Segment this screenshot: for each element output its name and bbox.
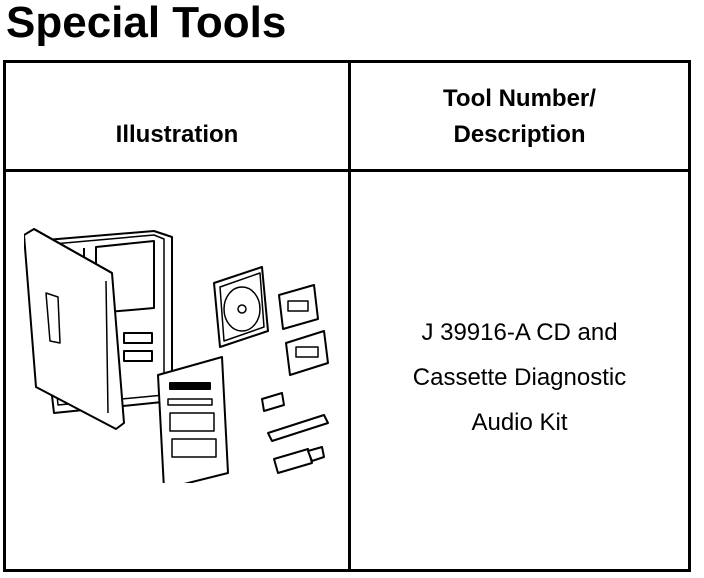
header-illustration: Illustration: [115, 121, 239, 148]
description-line-3: Audio Kit: [471, 409, 568, 436]
page-title: Special Tools: [6, 0, 287, 47]
description-line-1: J 39916-A CD and: [421, 319, 618, 346]
header-tool-line-2: Description: [453, 121, 586, 148]
column-divider: [348, 63, 351, 569]
header-divider: [6, 169, 688, 172]
tool-description: J 39916-A CD and Cassette Diagnostic Aud…: [351, 310, 688, 445]
audio-kit-illustration: [24, 228, 329, 483]
header-tool-line-1: Tool Number/: [443, 85, 596, 112]
header-tool-number-description: Tool Number/ Description: [351, 81, 688, 153]
special-tools-table: Illustration Tool Number/ Description: [3, 60, 691, 572]
description-line-2: Cassette Diagnostic: [412, 364, 627, 391]
